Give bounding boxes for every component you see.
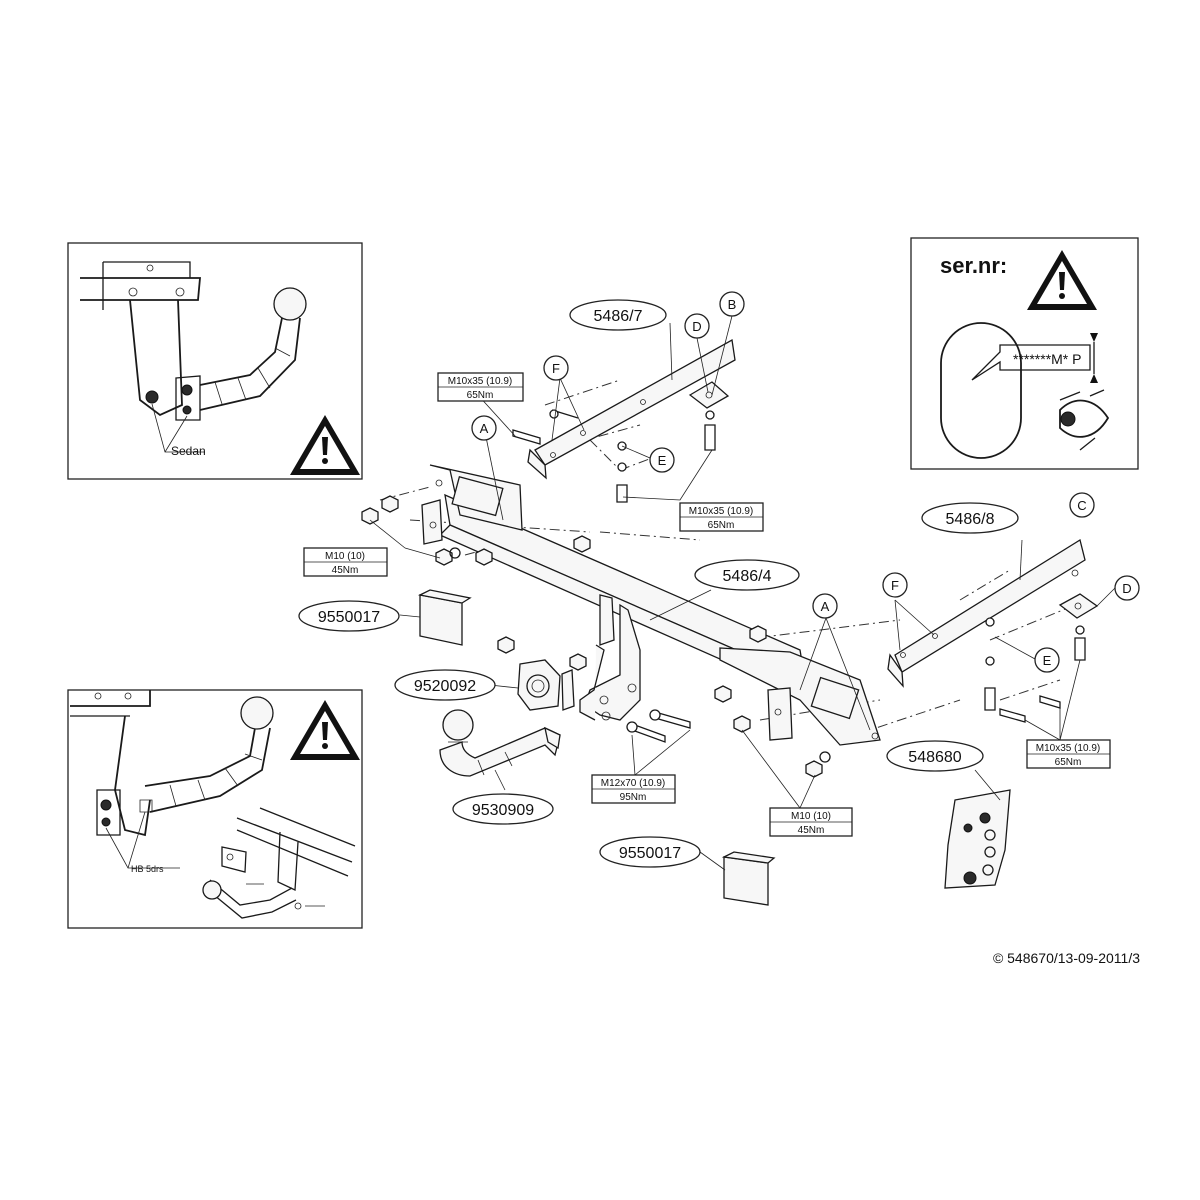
svg-text:M10x35 (10.9): M10x35 (10.9) [1036,743,1100,754]
svg-text:A: A [821,599,830,614]
main-assembly [361,338,1099,906]
spec-bolt-left: M10x35 (10.9) 65Nm [437,372,524,402]
svg-text:65Nm: 65Nm [708,520,735,531]
part-label-bracket-left: 5486/7 [569,299,667,331]
svg-text:45Nm: 45Nm [332,565,359,576]
callout-a-right: A [812,593,838,619]
part-label-cover-bottom: 9550017 [599,836,701,868]
svg-text:9550017: 9550017 [318,609,380,626]
part-label-bracket-right: 5486/8 [921,502,1019,534]
part-label-tow-ball: 9530909 [452,793,554,825]
part-label-crossbar: 5486/4 [694,559,800,591]
spec-nut-left: M10 (10) 45Nm [303,547,388,577]
spec-bolt-m12: M12x70 (10.9) 95Nm [591,774,676,804]
eye-icon [1059,399,1110,438]
svg-text:E: E [1043,653,1052,668]
svg-text:M12x70 (10.9): M12x70 (10.9) [601,778,665,789]
callout-d-left: D [684,313,710,339]
inset-hb-caption: HB 5drs [131,864,164,874]
serial-plate-text: *******M* P [1013,351,1081,367]
svg-text:M10x35 (10.9): M10x35 (10.9) [689,506,753,517]
svg-text:M10 (10): M10 (10) [791,811,831,822]
svg-text:65Nm: 65Nm [1055,757,1082,768]
callout-a-left: A [471,415,497,441]
svg-text:B: B [728,297,737,312]
svg-text:D: D [1122,581,1131,596]
svg-text:9520092: 9520092 [414,678,476,695]
svg-text:5486/8: 5486/8 [946,511,995,528]
serial-number-panel: ser.nr: *******M* P [910,237,1139,470]
callout-leaders [369,315,1116,871]
svg-text:F: F [891,578,899,593]
serial-title: ser.nr: [940,253,1007,278]
spec-bolt-centre: M10x35 (10.9) 65Nm [679,502,764,532]
svg-text:65Nm: 65Nm [467,390,494,401]
part-label-socket-plate: 9520092 [394,669,496,701]
svg-text:548680: 548680 [908,749,961,766]
svg-text:D: D [692,319,701,334]
callout-b: B [719,291,745,317]
callout-f-left: F [543,355,569,381]
svg-text:F: F [552,361,560,376]
svg-text:5486/4: 5486/4 [723,568,772,585]
svg-text:45Nm: 45Nm [798,825,825,836]
svg-text:9550017: 9550017 [619,845,681,862]
callout-d-right: D [1114,575,1140,601]
spec-nut-right: M10 (10) 45Nm [769,807,853,837]
inset-sedan: Sedan [67,242,363,480]
part-label-electrical-kit: 548680 [886,740,984,772]
callout-e-left: E [649,447,675,473]
callout-f-right: F [882,572,908,598]
inset-sedan-caption: Sedan [171,444,206,458]
callout-e-right: E [1034,647,1060,673]
spec-bolt-right: M10x35 (10.9) 65Nm [1026,739,1111,769]
part-label-cover-top: 9550017 [298,600,400,632]
svg-text:A: A [480,421,489,436]
svg-text:95Nm: 95Nm [620,792,647,803]
svg-text:5486/7: 5486/7 [594,308,643,325]
copyright-note: © 548670/13-09-2011/3 [993,950,1140,966]
svg-text:M10x35 (10.9): M10x35 (10.9) [448,376,512,387]
svg-text:M10 (10): M10 (10) [325,551,365,562]
svg-text:9530909: 9530909 [472,802,534,819]
svg-text:E: E [658,453,667,468]
callout-c: C [1069,492,1095,518]
svg-text:C: C [1077,498,1086,513]
inset-hb-5drs: HB 5drs [67,689,363,929]
